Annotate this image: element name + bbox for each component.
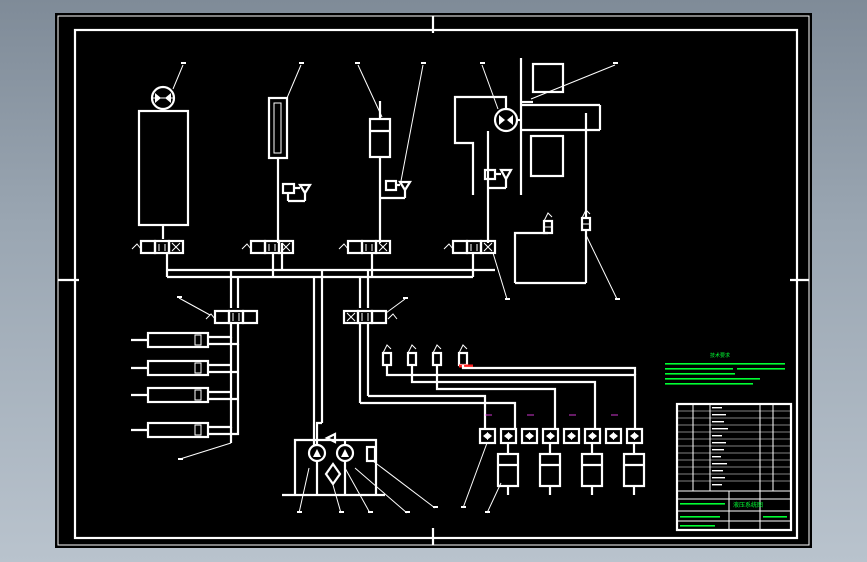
directional-valve-1 xyxy=(131,239,185,255)
main-pressure-lines xyxy=(165,243,586,443)
directional-valve-2 xyxy=(241,239,295,255)
title-block: 液压系统图 xyxy=(675,402,793,532)
directional-valve-3 xyxy=(338,239,392,255)
cylinder-actuator-2 xyxy=(267,64,312,243)
pump-station xyxy=(282,421,436,514)
motor-gear-actuator xyxy=(453,58,616,243)
title-block-name: 液压系统图 xyxy=(733,501,763,509)
notes-title: 技术要求 xyxy=(710,352,730,359)
cylinder-actuator-3 xyxy=(357,64,424,243)
hydraulic-schematic: 技术要求 xyxy=(57,15,810,546)
technical-notes: 技术要求 xyxy=(665,352,785,385)
inner-frame xyxy=(73,28,799,540)
bottom-valve-bank xyxy=(478,414,644,445)
drawing-sheet: 技术要求 xyxy=(55,13,812,548)
pressure-valve-row xyxy=(358,323,637,429)
callout-tick-marks xyxy=(177,62,620,513)
hydraulic-motor-actuator xyxy=(137,64,190,239)
horizontal-cylinder-bank xyxy=(131,323,240,460)
pressure-relief-right xyxy=(513,113,618,300)
vertical-cylinder-bank xyxy=(462,442,646,514)
centering-marks xyxy=(58,16,809,545)
directional-valve-9 xyxy=(178,297,259,325)
directional-valve-10 xyxy=(342,298,406,325)
